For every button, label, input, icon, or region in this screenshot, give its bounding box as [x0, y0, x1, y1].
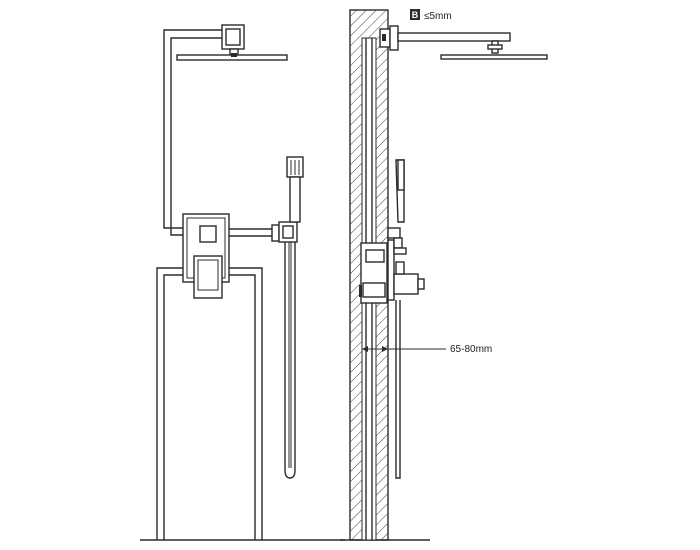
gap-icon: [410, 9, 420, 20]
depth-value: 65-80mm: [450, 344, 492, 355]
front-hand-shower: [286, 156, 304, 223]
depth-dimension: 65-80mm: [362, 344, 492, 355]
side-hand-shower: [395, 159, 405, 223]
side-shower-hose: [395, 300, 401, 479]
front-mixer-valve: [182, 213, 230, 299]
gap-annotation: B ≤5mm: [410, 9, 452, 22]
gap-icon-label: B: [412, 10, 419, 20]
front-view: [140, 24, 345, 541]
front-shower-hose: [284, 242, 296, 479]
side-view: B ≤5mm: [340, 9, 548, 541]
side-shower-arm: [397, 32, 511, 42]
side-rain-shower-head: [440, 40, 548, 60]
side-trim-plate: [387, 239, 395, 301]
front-ceiling-elbow: [221, 24, 245, 56]
side-ceiling-elbow: [379, 25, 399, 51]
front-riser-pipe: [163, 29, 222, 236]
gap-value: ≤5mm: [424, 11, 452, 22]
front-wall-niche: [156, 267, 263, 540]
side-mixer-handle: [393, 261, 425, 295]
side-handshower-outlet: [387, 227, 407, 255]
front-rain-shower-head: [176, 53, 288, 61]
side-mixer-body: [359, 242, 388, 304]
front-handshower-outlet: [229, 221, 298, 243]
